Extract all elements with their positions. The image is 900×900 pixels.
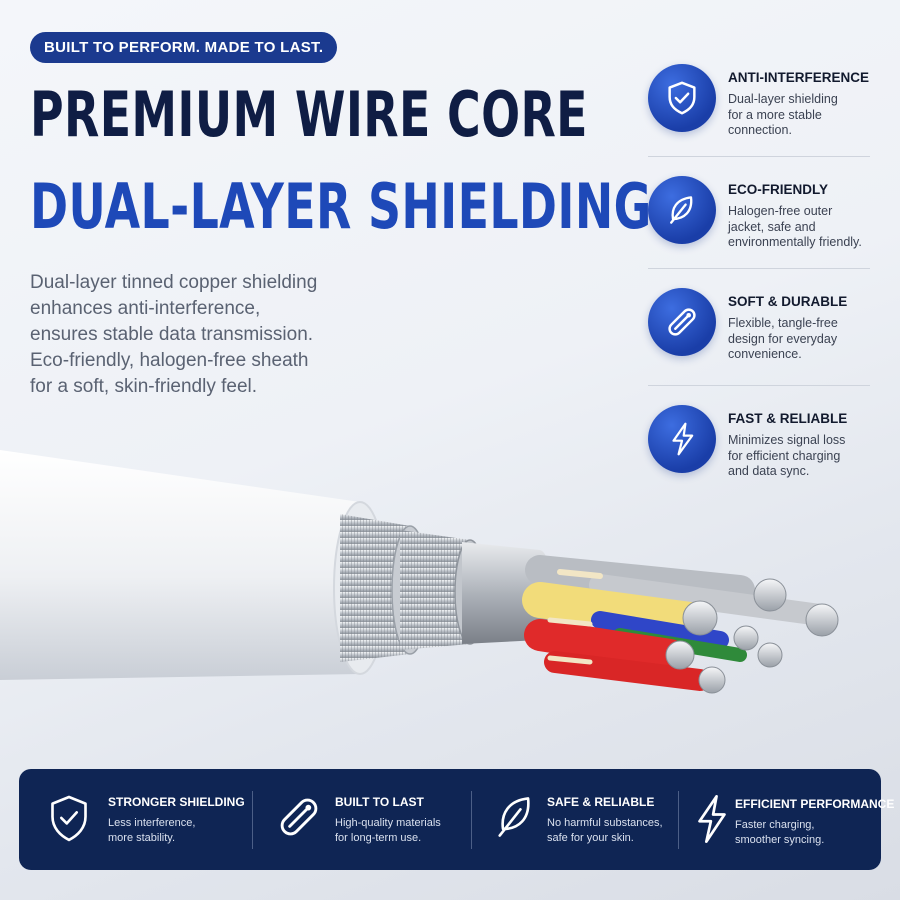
feature-desc-line: environmentally friendly. xyxy=(728,235,862,249)
feature-desc-line: convenience. xyxy=(728,347,802,361)
safety-pin-icon xyxy=(648,288,716,356)
bottom-desc-line: for long-term use. xyxy=(335,832,422,844)
feature-title: FAST & RELIABLE xyxy=(728,411,848,426)
feature-divider xyxy=(648,268,870,269)
bottom-separator xyxy=(678,791,679,849)
bottom-feature-bar: STRONGER SHIELDING Less interference, mo… xyxy=(19,769,894,870)
shield-check-icon xyxy=(648,64,716,132)
inner-wires xyxy=(522,555,831,691)
feature-anti-interference: ANTI-INTERFERENCE Dual-layer shielding f… xyxy=(648,64,870,164)
bottom-item-title: SAFE & RELIABLE xyxy=(547,795,655,809)
feature-desc-line: jacket, safe and xyxy=(728,219,816,234)
feature-description: Dual-layer shielding for a more stable c… xyxy=(728,92,838,139)
description-line: ensures stable data transmission. xyxy=(30,324,314,345)
bottom-item-description: No harmful substances, safe for your ski… xyxy=(547,816,663,846)
bottom-separator xyxy=(471,791,472,849)
feature-desc-line: connection. xyxy=(728,123,792,137)
feature-title: ECO-FRIENDLY xyxy=(728,182,829,197)
feature-divider xyxy=(648,156,870,157)
bottom-desc-line: No harmful substances, xyxy=(547,817,663,829)
strand-ends xyxy=(665,578,839,694)
bottom-item-title: STRONGER SHIELDING xyxy=(108,795,245,809)
bottom-separator xyxy=(252,791,253,849)
feature-desc-line: for a more stable xyxy=(728,107,822,122)
bottom-item-title: EFFICIENT PERFORMANCE xyxy=(735,797,895,811)
bottom-desc-line: safe for your skin. xyxy=(547,832,634,844)
lightning-icon xyxy=(648,405,716,473)
bottom-item-efficient-performance: EFFICIENT PERFORMANCE Faster charging, s… xyxy=(695,769,894,870)
lightning-icon xyxy=(698,795,726,843)
feature-desc-line: design for everyday xyxy=(728,331,838,346)
feature-description: Flexible, tangle-free design for everyda… xyxy=(728,316,838,363)
bottom-item-description: High-quality materials for long-term use… xyxy=(335,816,441,846)
feature-title: ANTI-INTERFERENCE xyxy=(728,70,869,85)
feature-divider xyxy=(648,385,870,386)
tagline-badge: BUILT TO PERFORM. MADE TO LAST. xyxy=(30,32,338,63)
feature-desc-line: Dual-layer shielding xyxy=(728,92,838,106)
feature-desc-line: Halogen-free outer xyxy=(728,204,833,218)
bottom-item-title: BUILT TO LAST xyxy=(335,795,424,809)
feature-desc-line: for efficient charging xyxy=(728,448,841,463)
bottom-desc-line: more stability. xyxy=(108,832,176,844)
headline-line-1: PREMIUM WIRE CORE xyxy=(30,78,588,151)
feature-desc-line: Minimizes signal loss xyxy=(728,433,846,447)
leaf-icon xyxy=(648,176,716,244)
bottom-item-safe-reliable: SAFE & RELIABLE No harmful substances, s… xyxy=(493,769,683,870)
bottom-desc-line: Faster charging, xyxy=(735,819,815,831)
feature-eco-friendly: ECO-FRIENDLY Halogen-free outer jacket, … xyxy=(648,176,870,276)
feature-soft-durable: SOFT & DURABLE Flexible, tangle-free des… xyxy=(648,288,870,388)
safety-pin-icon xyxy=(280,798,318,836)
shield-check-icon xyxy=(51,795,87,842)
description-line: Dual-layer tinned copper shielding xyxy=(30,272,318,293)
product-description: Dual-layer tinned copper shielding enhan… xyxy=(30,270,370,400)
leaf-icon xyxy=(498,797,530,837)
description-line: Eco-friendly, halogen-free sheath xyxy=(30,350,309,371)
feature-title: SOFT & DURABLE xyxy=(728,294,848,309)
bottom-desc-line: Less interference, xyxy=(108,817,196,829)
cable-cross-section-illustration xyxy=(0,450,839,694)
feature-fast-reliable: FAST & RELIABLE Minimizes signal loss fo… xyxy=(648,405,870,505)
bottom-item-stronger-shielding: STRONGER SHIELDING Less interference, mo… xyxy=(47,769,257,870)
description-line: enhances anti-interference, xyxy=(30,298,261,319)
feature-desc-line: and data sync. xyxy=(728,464,810,478)
bottom-item-built-to-last: BUILT TO LAST High-quality materials for… xyxy=(275,769,475,870)
bottom-desc-line: smoother syncing. xyxy=(735,834,825,846)
bottom-item-description: Less interference, more stability. xyxy=(108,816,195,846)
cable-outer-jacket xyxy=(0,450,379,680)
description-line: for a soft, skin-friendly feel. xyxy=(30,376,258,397)
feature-desc-line: Flexible, tangle-free xyxy=(728,316,838,330)
feature-description: Halogen-free outer jacket, safe and envi… xyxy=(728,204,862,251)
bottom-desc-line: High-quality materials xyxy=(335,817,441,829)
headline-line-2: DUAL-LAYER SHIELDING xyxy=(30,170,652,243)
bottom-item-description: Faster charging, smoother syncing. xyxy=(735,818,824,848)
feature-description: Minimizes signal loss for efficient char… xyxy=(728,433,845,480)
